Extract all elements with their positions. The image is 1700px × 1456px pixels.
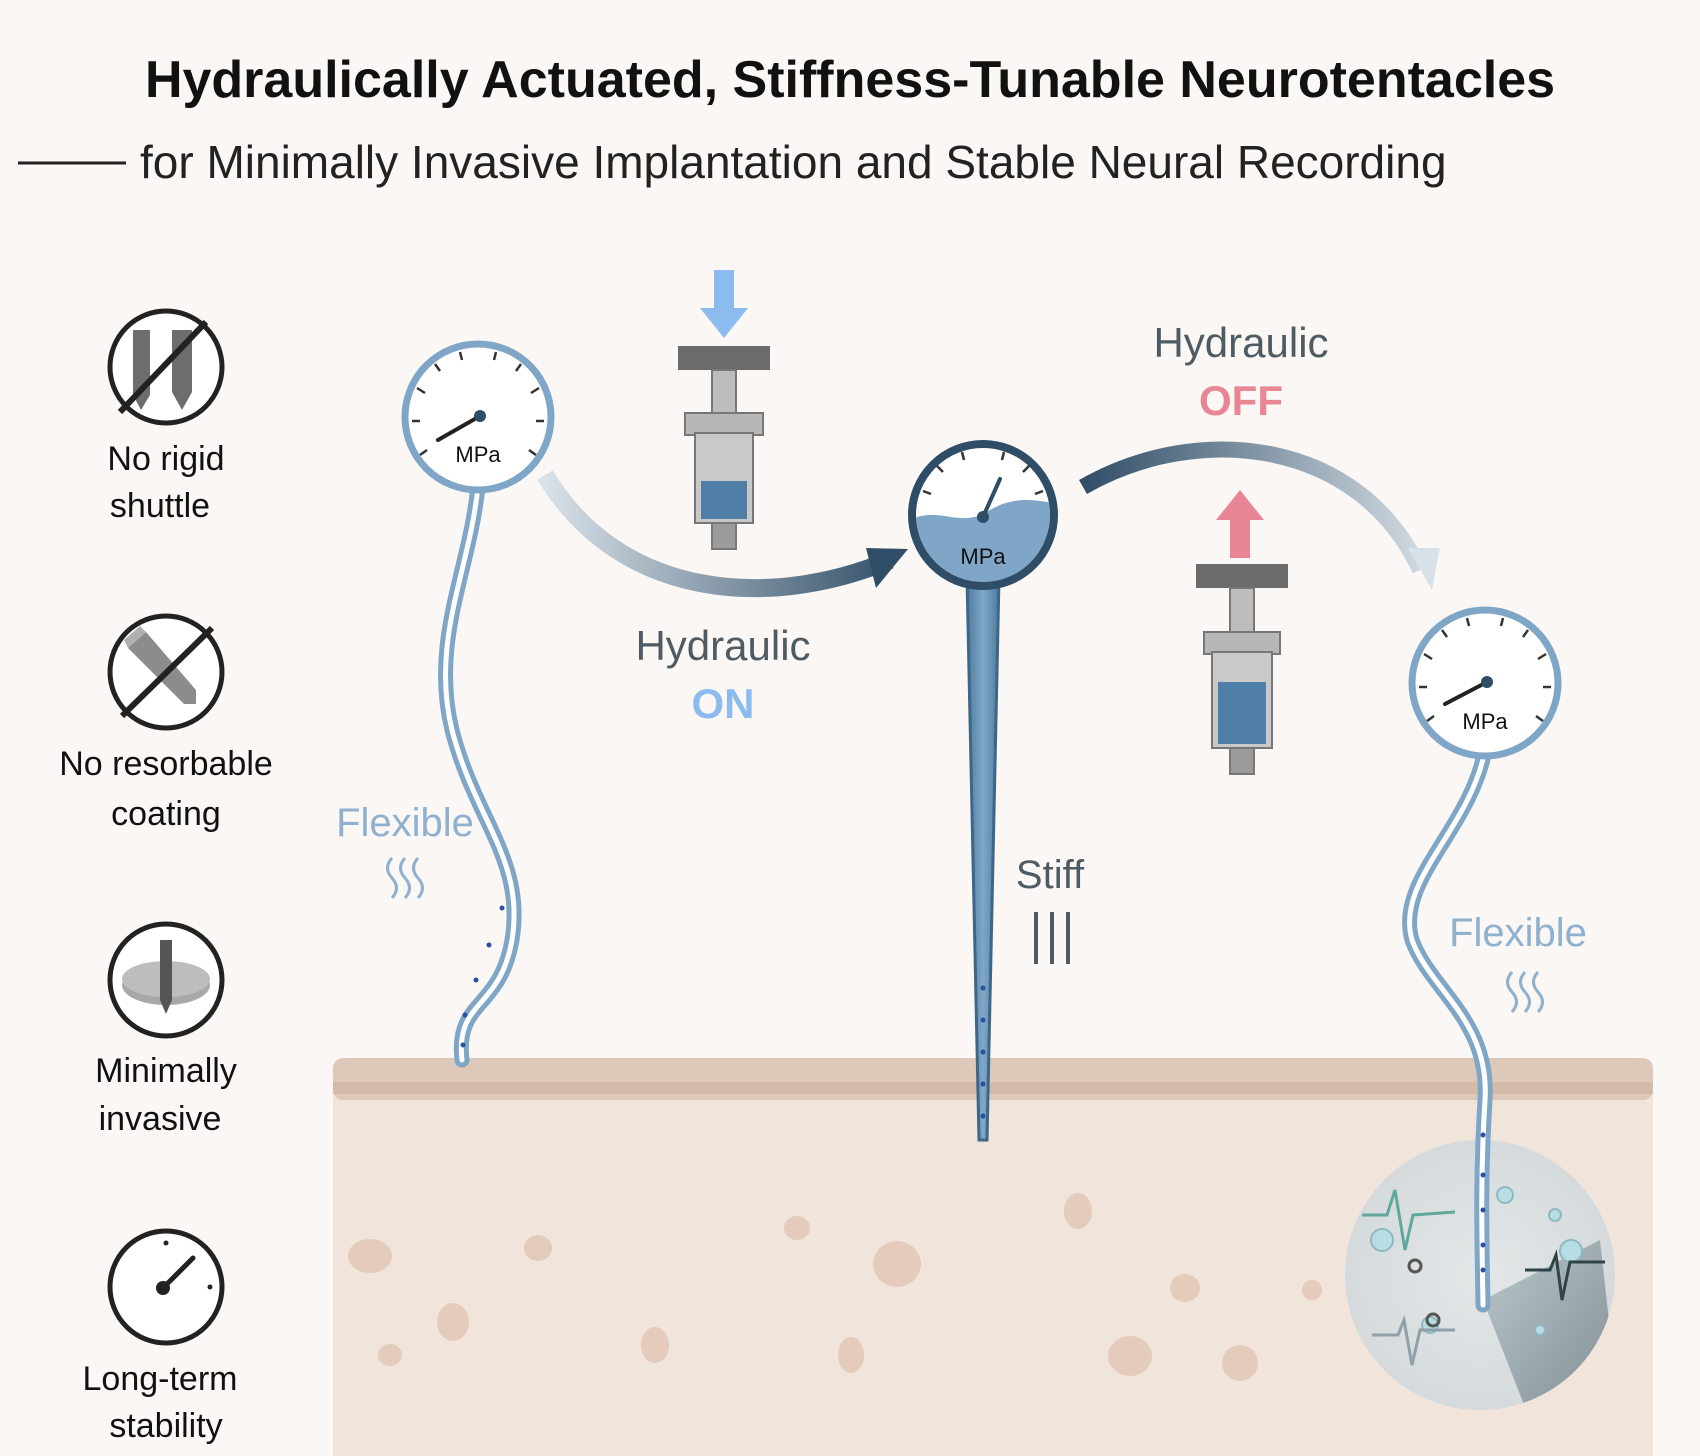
feature-label-line2: stability xyxy=(109,1407,222,1445)
hydraulic-off-label: Hydraulic xyxy=(1153,319,1328,366)
flexible-label-right: Flexible xyxy=(1449,911,1587,955)
feature-label-line2: coating xyxy=(111,795,221,833)
spike-waveform xyxy=(1525,1249,1605,1301)
hydraulic-off-state: OFF xyxy=(1199,377,1283,424)
gauge-unit-label: MPa xyxy=(455,442,501,467)
hydraulic-on-label: Hydraulic xyxy=(635,622,810,669)
flexible-label-left: Flexible xyxy=(336,801,474,845)
page-subtitle: for Minimally Invasive Implantation and … xyxy=(140,136,1447,188)
pressure-gauge-right xyxy=(1408,606,1562,760)
no-resorbable-coating-icon xyxy=(107,613,225,731)
pressure-gauge-middle xyxy=(908,440,1058,590)
arrow-head-on xyxy=(866,548,908,588)
minimally-invasive-icon xyxy=(107,921,225,1039)
gauge-unit-label: MPa xyxy=(960,544,1006,569)
electrode-sites xyxy=(460,905,505,1048)
flexible-probe-right xyxy=(1402,742,1493,1313)
spike-waveform xyxy=(1362,1189,1456,1251)
no-rigid-shuttle-icon xyxy=(107,308,225,426)
gauge-unit-label: MPa xyxy=(1462,709,1508,734)
long-term-stability-icon xyxy=(107,1228,225,1346)
feature-label-line1: No rigid xyxy=(107,440,224,478)
wavy-lines-icon xyxy=(386,856,424,900)
feature-label-line1: Minimally xyxy=(95,1052,237,1090)
transition-arrow-on xyxy=(537,470,894,597)
flexible-probe-left xyxy=(438,478,522,1068)
hydraulic-on-state: ON xyxy=(692,680,755,727)
wavy-lines-icon xyxy=(1506,970,1544,1014)
feature-label-line1: Long-term xyxy=(83,1360,238,1398)
gauge-ticks xyxy=(1419,617,1551,723)
syringe-push xyxy=(678,270,770,550)
feature-label-line2: invasive xyxy=(99,1100,222,1138)
feature-label-line2: shuttle xyxy=(110,487,210,525)
arrow-head-off xyxy=(1408,548,1440,590)
stiff-label: Stiff xyxy=(1016,853,1085,897)
pressure-gauge-left xyxy=(401,340,555,494)
page-title: Hydraulically Actuated, Stiffness-Tunabl… xyxy=(145,51,1555,109)
transition-arrow-off xyxy=(1079,441,1428,574)
gauge-ticks xyxy=(412,351,544,457)
down-arrow-icon xyxy=(700,270,748,338)
electrode-sites xyxy=(980,985,986,1119)
tissue-cells xyxy=(348,1193,1322,1381)
stiff-probe-middle xyxy=(965,576,1001,1142)
up-arrow-icon xyxy=(1216,490,1264,558)
straight-lines-icon xyxy=(1034,912,1070,964)
syringe-pull xyxy=(1196,490,1288,775)
spike-waveform xyxy=(1372,1314,1455,1366)
feature-label-line1: No resorbable xyxy=(59,745,273,783)
gauge-ticks xyxy=(922,451,1044,496)
electrode-sites xyxy=(1480,1132,1486,1273)
